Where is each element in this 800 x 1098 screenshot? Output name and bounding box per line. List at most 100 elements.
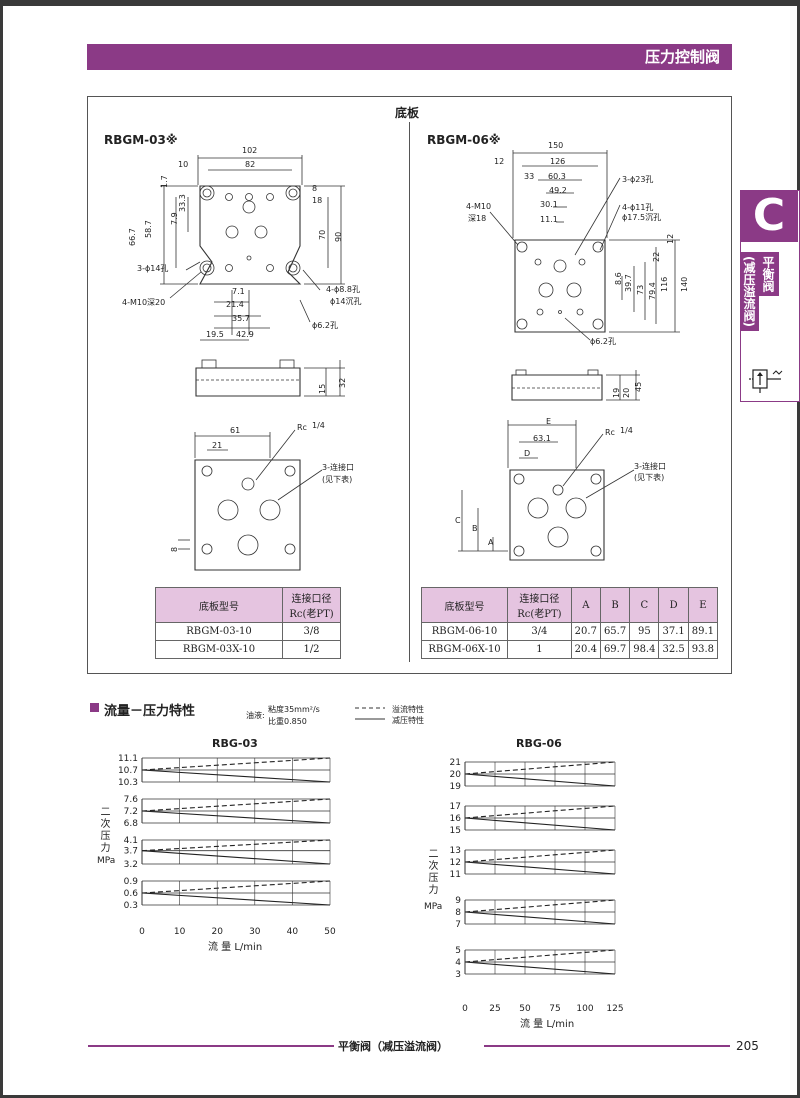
series-relief-line xyxy=(141,839,331,852)
dim-label: (见下表) xyxy=(634,473,665,482)
chapter-title: 平衡阀 xyxy=(757,252,779,296)
yunit-rbg03: MPa xyxy=(97,856,116,866)
chart-title-rbg06: RBG-06 xyxy=(516,737,562,750)
dim-label: 82 xyxy=(245,160,256,169)
dim-label: 126 xyxy=(550,157,566,166)
model-title-left: RBGM-03※ xyxy=(104,133,178,147)
series-reducing-line xyxy=(464,861,616,875)
right-side-view xyxy=(511,369,640,401)
dim-label: 49.2 xyxy=(549,186,567,195)
dim-label: 3-连接口 xyxy=(322,463,354,472)
chart-x-tick-label: 0 xyxy=(139,927,145,937)
dim-label: 11.1 xyxy=(540,215,558,224)
dim-label: 4-M10深20 xyxy=(122,298,166,307)
dim-label: 21.4 xyxy=(226,300,244,309)
chart-y-tick-label: 4 xyxy=(455,958,461,968)
right-plan-view xyxy=(489,150,680,341)
dim-label: C xyxy=(455,516,461,525)
chart-x-tick-label: 50 xyxy=(519,1004,531,1014)
dim-label: ϕ14沉孔 xyxy=(330,297,362,306)
dim-label: E xyxy=(546,417,552,426)
xlabel-rbg06: 流 量 L/min xyxy=(520,1019,575,1030)
header-banner: 压力控制阀 xyxy=(87,44,732,70)
dim-label: 7.1 xyxy=(232,287,245,296)
chart-x-tick-label: 50 xyxy=(324,927,336,937)
legend-solid-label: 减压特性 xyxy=(392,716,424,725)
dim-label: D xyxy=(524,449,531,458)
chart-x-tick-label: 25 xyxy=(489,1004,500,1014)
ylabel-rbg03: 二次压力 xyxy=(98,806,109,854)
chart-y-tick-label: 15 xyxy=(450,826,461,836)
dim-label: (见下表) xyxy=(322,475,353,484)
series-relief-line xyxy=(141,880,331,894)
table-header: A xyxy=(570,587,601,623)
series-relief-line xyxy=(141,757,331,771)
chart-y-tick-label: 17 xyxy=(450,802,461,812)
chart-y-tick-label: 5 xyxy=(455,946,461,956)
window-frame-left xyxy=(0,0,3,1098)
table-header: B xyxy=(599,587,631,623)
chart-y-tick-label: 7 xyxy=(455,920,461,930)
chart-y-tick-label: 12 xyxy=(450,858,461,868)
chart-y-tick-label: 3.2 xyxy=(124,860,138,870)
dim-label: 12 xyxy=(494,157,505,166)
dim-label: 63.1 xyxy=(533,434,551,443)
series-reducing-line xyxy=(464,961,616,975)
chart-title-rbg03: RBG-03 xyxy=(212,737,258,750)
dim-label: 4-ϕ8.8孔 xyxy=(326,285,360,294)
oil-viscosity: 粘度35mm²/s xyxy=(268,705,320,714)
drawing-frame xyxy=(87,96,732,674)
dim-label: ϕ17.5沉孔 xyxy=(622,213,662,222)
left-side-view xyxy=(195,359,345,397)
right-port-view xyxy=(458,420,635,561)
table-header: D xyxy=(658,587,689,623)
left-port-view xyxy=(178,429,323,571)
window-frame-top xyxy=(0,0,800,6)
dim-label: 10 xyxy=(178,160,189,169)
dim-label: 150 xyxy=(548,141,564,150)
chart-y-tick-label: 10.3 xyxy=(118,778,138,788)
dim-label: 4-M10 xyxy=(466,202,492,211)
dim-label: ϕ6.2孔 xyxy=(312,321,338,330)
chart-y-tick-label: 9 xyxy=(455,896,461,906)
chart-y-tick-label: 7.2 xyxy=(124,807,138,817)
window-frame-right xyxy=(797,0,800,1098)
legend-dashed-label: 溢流特性 xyxy=(392,705,424,714)
oil-label: 油液: xyxy=(246,711,265,720)
dim-label: 深18 xyxy=(468,214,487,223)
chart-x-tick-label: 0 xyxy=(462,1004,468,1014)
oil-density: 比重0.850 xyxy=(268,717,307,726)
model-title-right: RBGM-06※ xyxy=(427,133,501,147)
chart-x-tick-label: 75 xyxy=(549,1004,560,1014)
table-header: C xyxy=(629,587,660,623)
dim-label: Rc xyxy=(605,428,615,437)
series-reducing-line xyxy=(141,892,331,906)
chart-y-tick-label: 4.1 xyxy=(124,836,138,846)
dim-label: B xyxy=(472,524,478,533)
chapter-subtitle: (减压溢流阀) xyxy=(741,252,759,331)
chart-y-tick-label: 10.7 xyxy=(118,766,138,776)
dim-label: 3-ϕ23孔 xyxy=(622,175,654,184)
footer-rule-left xyxy=(88,1045,334,1047)
drawing-divider xyxy=(409,122,410,662)
chart-x-tick-label: 30 xyxy=(249,927,261,937)
chart-x-tick-label: 125 xyxy=(606,1004,623,1014)
dim-label: 19.5 xyxy=(206,330,224,339)
dim-label: 30.1 xyxy=(540,200,558,209)
chart-y-tick-label: 6.8 xyxy=(124,819,139,829)
series-reducing-line xyxy=(141,850,331,865)
chart-y-tick-label: 3 xyxy=(455,970,461,980)
table-header: 底板型号 xyxy=(155,587,283,623)
dim-label: A xyxy=(488,538,494,547)
dim-label: 21 xyxy=(212,441,223,450)
chart-y-tick-label: 20 xyxy=(450,770,462,780)
dim-label: 1/4 xyxy=(312,421,325,430)
